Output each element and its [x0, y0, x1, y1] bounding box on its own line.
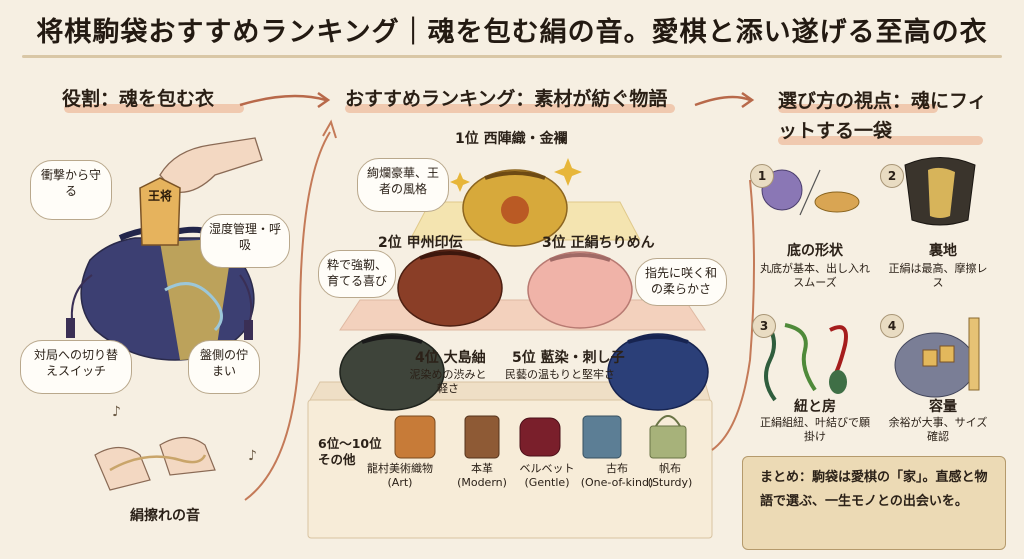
rank5-note: 民藝の温もりと堅牢さ	[505, 368, 615, 381]
other-item-name: 古布	[606, 462, 628, 475]
left-illustration: ♪ ♪	[66, 91, 337, 501]
canvas-bag-icon	[649, 425, 687, 459]
bubble-switch: 対局への切り替えスイッチ	[20, 340, 132, 394]
other-item-sub: (Sturdy)	[647, 476, 693, 489]
page-title: 将棋駒袋おすすめランキング｜魂を包む絹の音。愛棋と添い遂げる至高の衣	[36, 17, 988, 48]
flow-curve-icon	[244, 131, 331, 501]
point-desc-2: 正絹は最高、摩擦レス	[888, 262, 988, 289]
other-item-sub: (Modern)	[457, 476, 507, 489]
other-item-sub: (Gentle)	[524, 476, 570, 489]
other-item-2: 本革 (Modern)	[447, 462, 517, 490]
point-title-2: 裏地	[929, 243, 957, 259]
other-item-name: 本革	[471, 462, 493, 475]
point-title-3: 紐と房	[794, 399, 836, 415]
other-item-4: 古布 (One-of-kind)	[572, 462, 662, 490]
center-heading-underline	[345, 104, 675, 113]
piece-label: 王将	[147, 189, 172, 203]
leather-icon	[464, 415, 500, 459]
tatsumura-icon	[394, 415, 436, 459]
point-number-1: 1	[750, 164, 774, 188]
other-item-sub: (Art)	[387, 476, 413, 489]
rank2-label: 2位 甲州印伝	[378, 235, 463, 251]
other-item-name: 帆布	[659, 462, 681, 475]
other-item-sub: (One-of-kind)	[580, 476, 654, 489]
bubble-humidity: 湿度管理・呼吸	[200, 214, 290, 268]
ranking-pyramid	[307, 91, 755, 539]
sound-caption: 絹擦れの音	[130, 508, 200, 524]
right-heading-underline-1	[778, 104, 938, 113]
hand-icon	[159, 137, 263, 194]
ruler-icon	[968, 317, 980, 391]
summary-text: まとめ：駒袋は愛棋の「家」。直感と物語で選ぶ、一生モノとの出会いを。	[760, 470, 988, 509]
rank2-pouch-icon	[397, 249, 503, 327]
rank4-pouch-icon	[339, 333, 445, 411]
arrow-to-tips-icon	[694, 95, 751, 107]
rank3-pouch-icon	[527, 251, 633, 329]
bubble-board: 盤側の佇まい	[188, 340, 260, 394]
rank5-label: 5位 藍染・刺し子	[512, 350, 625, 366]
rank3-label: 3位 正絹ちりめん	[542, 235, 655, 251]
rank4-note: 泥染めの渋みと軽さ	[409, 368, 487, 395]
summary-scroll	[742, 456, 1006, 550]
svg-text:♪: ♪	[112, 404, 121, 420]
left-heading: 役割：魂を包む衣	[62, 88, 215, 110]
point-number-4: 4	[880, 314, 904, 338]
other-item-name: ベルベット	[519, 462, 575, 475]
kanou-knot-icon	[829, 325, 848, 376]
other-item-5: 帆布 (Sturdy)	[640, 462, 700, 490]
other-item-1: 龍村美術織物 (Art)	[355, 462, 445, 490]
right-heading: 選び方の視点：魂にフィットする一袋	[778, 90, 987, 142]
point-number-3: 3	[752, 314, 776, 338]
velvet-icon	[519, 417, 561, 457]
other-item-name: 龍村美術織物	[367, 462, 433, 475]
left-heading-underline	[64, 104, 244, 113]
rank5-pouch-icon	[607, 333, 709, 411]
title-divider	[22, 55, 1002, 58]
point-desc-1: 丸底が基本、出し入れスムーズ	[760, 262, 870, 289]
svg-text:♪: ♪	[248, 448, 257, 464]
rank2-note: 粋で強靭、育てる喜び	[318, 250, 396, 298]
rank1-note: 絢爛豪華、王者の風格	[357, 158, 449, 212]
other-item-3: ベルベット (Gentle)	[512, 462, 582, 490]
arrow-to-ranking-icon	[239, 94, 327, 107]
point-title-1: 底の形状	[787, 243, 843, 259]
rank4-label: 4位 大島紬	[415, 350, 486, 366]
old-cloth-icon	[582, 415, 622, 459]
point-desc-4: 余裕が大事、サイズ確認	[888, 416, 988, 443]
point-title-4: 容量	[929, 399, 957, 415]
point-desc-3: 正絹組紐、叶結びで願掛け	[760, 416, 870, 443]
center-heading: おすすめランキング：素材が紡ぐ物語	[345, 88, 668, 110]
rank1-label: 1位 西陣織・金襴	[455, 131, 568, 147]
shogi-piece-icon	[139, 177, 181, 246]
bubble-shock: 衝撃から守る	[30, 160, 112, 220]
rank3-note: 指先に咲く和の柔らかさ	[635, 258, 727, 306]
right-heading-underline-2	[778, 136, 983, 145]
point-number-2: 2	[880, 164, 904, 188]
others-label: 6位〜10位その他	[318, 436, 382, 467]
disc-bottom-icon	[814, 191, 860, 213]
